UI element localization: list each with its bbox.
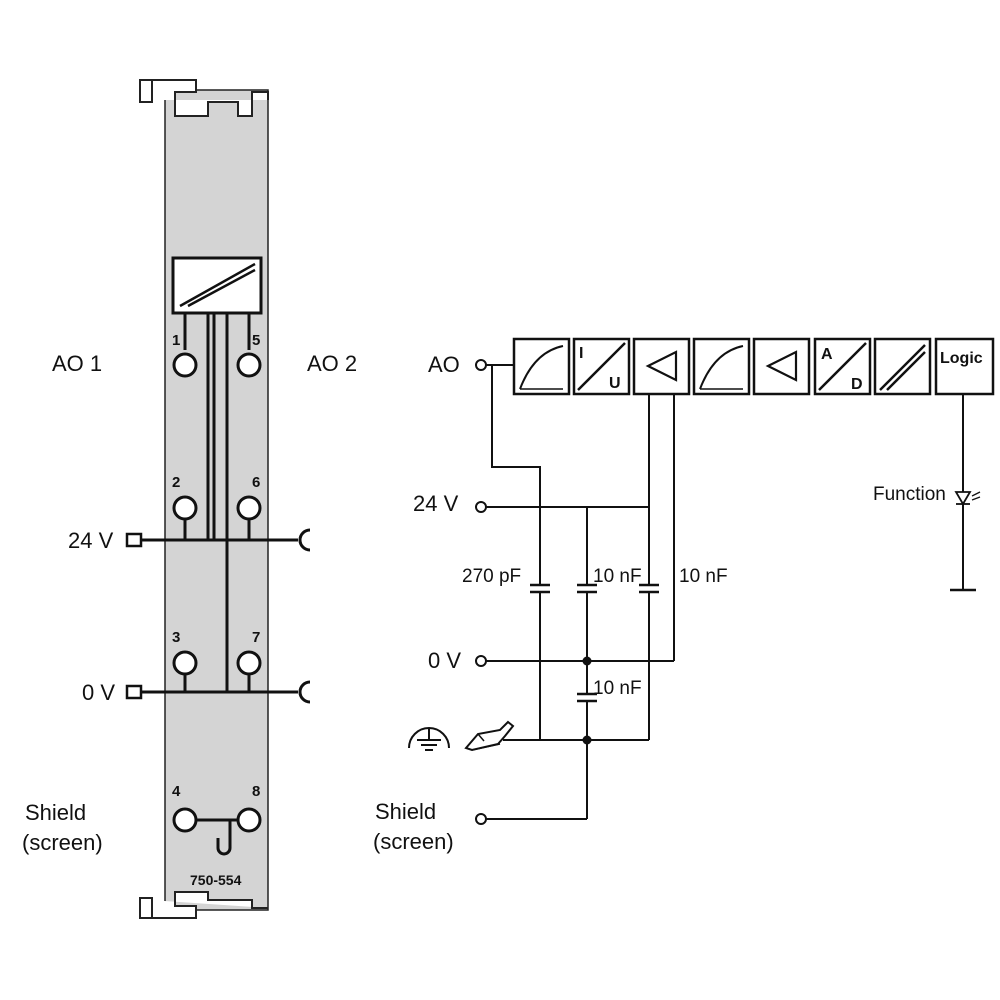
terminal-6 — [236, 495, 262, 521]
pin-label-8: 8 — [252, 783, 260, 800]
label-0v-module: 0 V — [82, 680, 115, 705]
bus-0v-contact-left — [125, 684, 143, 700]
label-ao-input: AO — [428, 352, 460, 377]
capacitor-10nf-b — [639, 583, 659, 740]
label-24v-input: 24 V — [413, 491, 459, 516]
earth-ground-icon — [408, 727, 450, 751]
block-ad-bottom-label: D — [851, 376, 863, 393]
terminal-0v — [475, 655, 487, 667]
block-amplifier-1 — [632, 337, 691, 396]
block-amplifier-2 — [752, 337, 811, 396]
pin-label-5: 5 — [252, 332, 260, 349]
terminal-3 — [172, 650, 198, 676]
terminal-8 — [236, 807, 262, 833]
terminal-24v — [475, 501, 487, 513]
din-rail-icon — [464, 720, 515, 752]
pin-label-1: 1 — [172, 332, 180, 349]
pin-label-7: 7 — [252, 629, 260, 646]
module-illustration: 1 5 2 6 3 7 4 8 750-554 — [125, 79, 311, 919]
block-analog-digital: A D — [813, 337, 872, 396]
label-ao2: AO 2 — [307, 351, 357, 376]
block-iu-top-label: I — [579, 345, 583, 362]
terminal-2 — [172, 495, 198, 521]
bus-0v-contact-right — [298, 680, 311, 704]
terminal-1 — [172, 352, 198, 378]
capacitor-270pf — [530, 583, 550, 740]
label-function: Function — [873, 484, 946, 505]
terminal-ao — [475, 359, 487, 371]
block-logic-label: Logic — [940, 350, 983, 367]
block-current-voltage: I U — [572, 337, 631, 396]
label-cap-10nf-c: 10 nF — [593, 678, 642, 699]
block-iu-bottom-label: U — [609, 375, 621, 392]
capacitor-10nf-a — [577, 507, 597, 661]
terminal-5 — [236, 352, 262, 378]
pin-label-3: 3 — [172, 629, 180, 646]
label-screen-module: (screen) — [22, 830, 103, 855]
label-cap-10nf-b: 10 nF — [679, 566, 728, 587]
terminal-7 — [236, 650, 262, 676]
pin-label-6: 6 — [252, 474, 260, 491]
bus-24v-contact-left — [125, 532, 143, 548]
junction-ground — [582, 735, 592, 745]
schematic: AO 24 V 0 V Shield (screen) I U — [373, 337, 995, 854]
label-0v-input: 0 V — [428, 648, 461, 673]
terminal-shield — [475, 813, 487, 825]
led-icon — [954, 491, 981, 506]
pin-label-2: 2 — [172, 474, 180, 491]
label-shield-module: Shield — [25, 800, 86, 825]
terminal-4 — [172, 807, 198, 833]
label-cap-10nf-a: 10 nF — [593, 566, 642, 587]
top-clip — [149, 79, 269, 117]
label-ao1: AO 1 — [52, 351, 102, 376]
block-filter-2 — [692, 337, 751, 396]
shield-bridge — [216, 820, 232, 856]
bus-24v-contact-right — [298, 528, 311, 552]
pin-label-4: 4 — [172, 783, 181, 800]
bottom-clip — [149, 891, 268, 919]
block-ad-top-label: A — [821, 346, 833, 363]
block-isolation — [873, 337, 932, 396]
block-logic: Logic — [934, 337, 995, 396]
label-cap-270pf: 270 pF — [462, 566, 521, 587]
label-shield-input: Shield — [375, 799, 436, 824]
capacitor-10nf-c — [577, 661, 597, 819]
label-screen-input: (screen) — [373, 829, 454, 854]
label-24v-module: 24 V — [68, 528, 114, 553]
block-filter-1 — [512, 337, 571, 396]
part-number: 750-554 — [190, 872, 242, 888]
